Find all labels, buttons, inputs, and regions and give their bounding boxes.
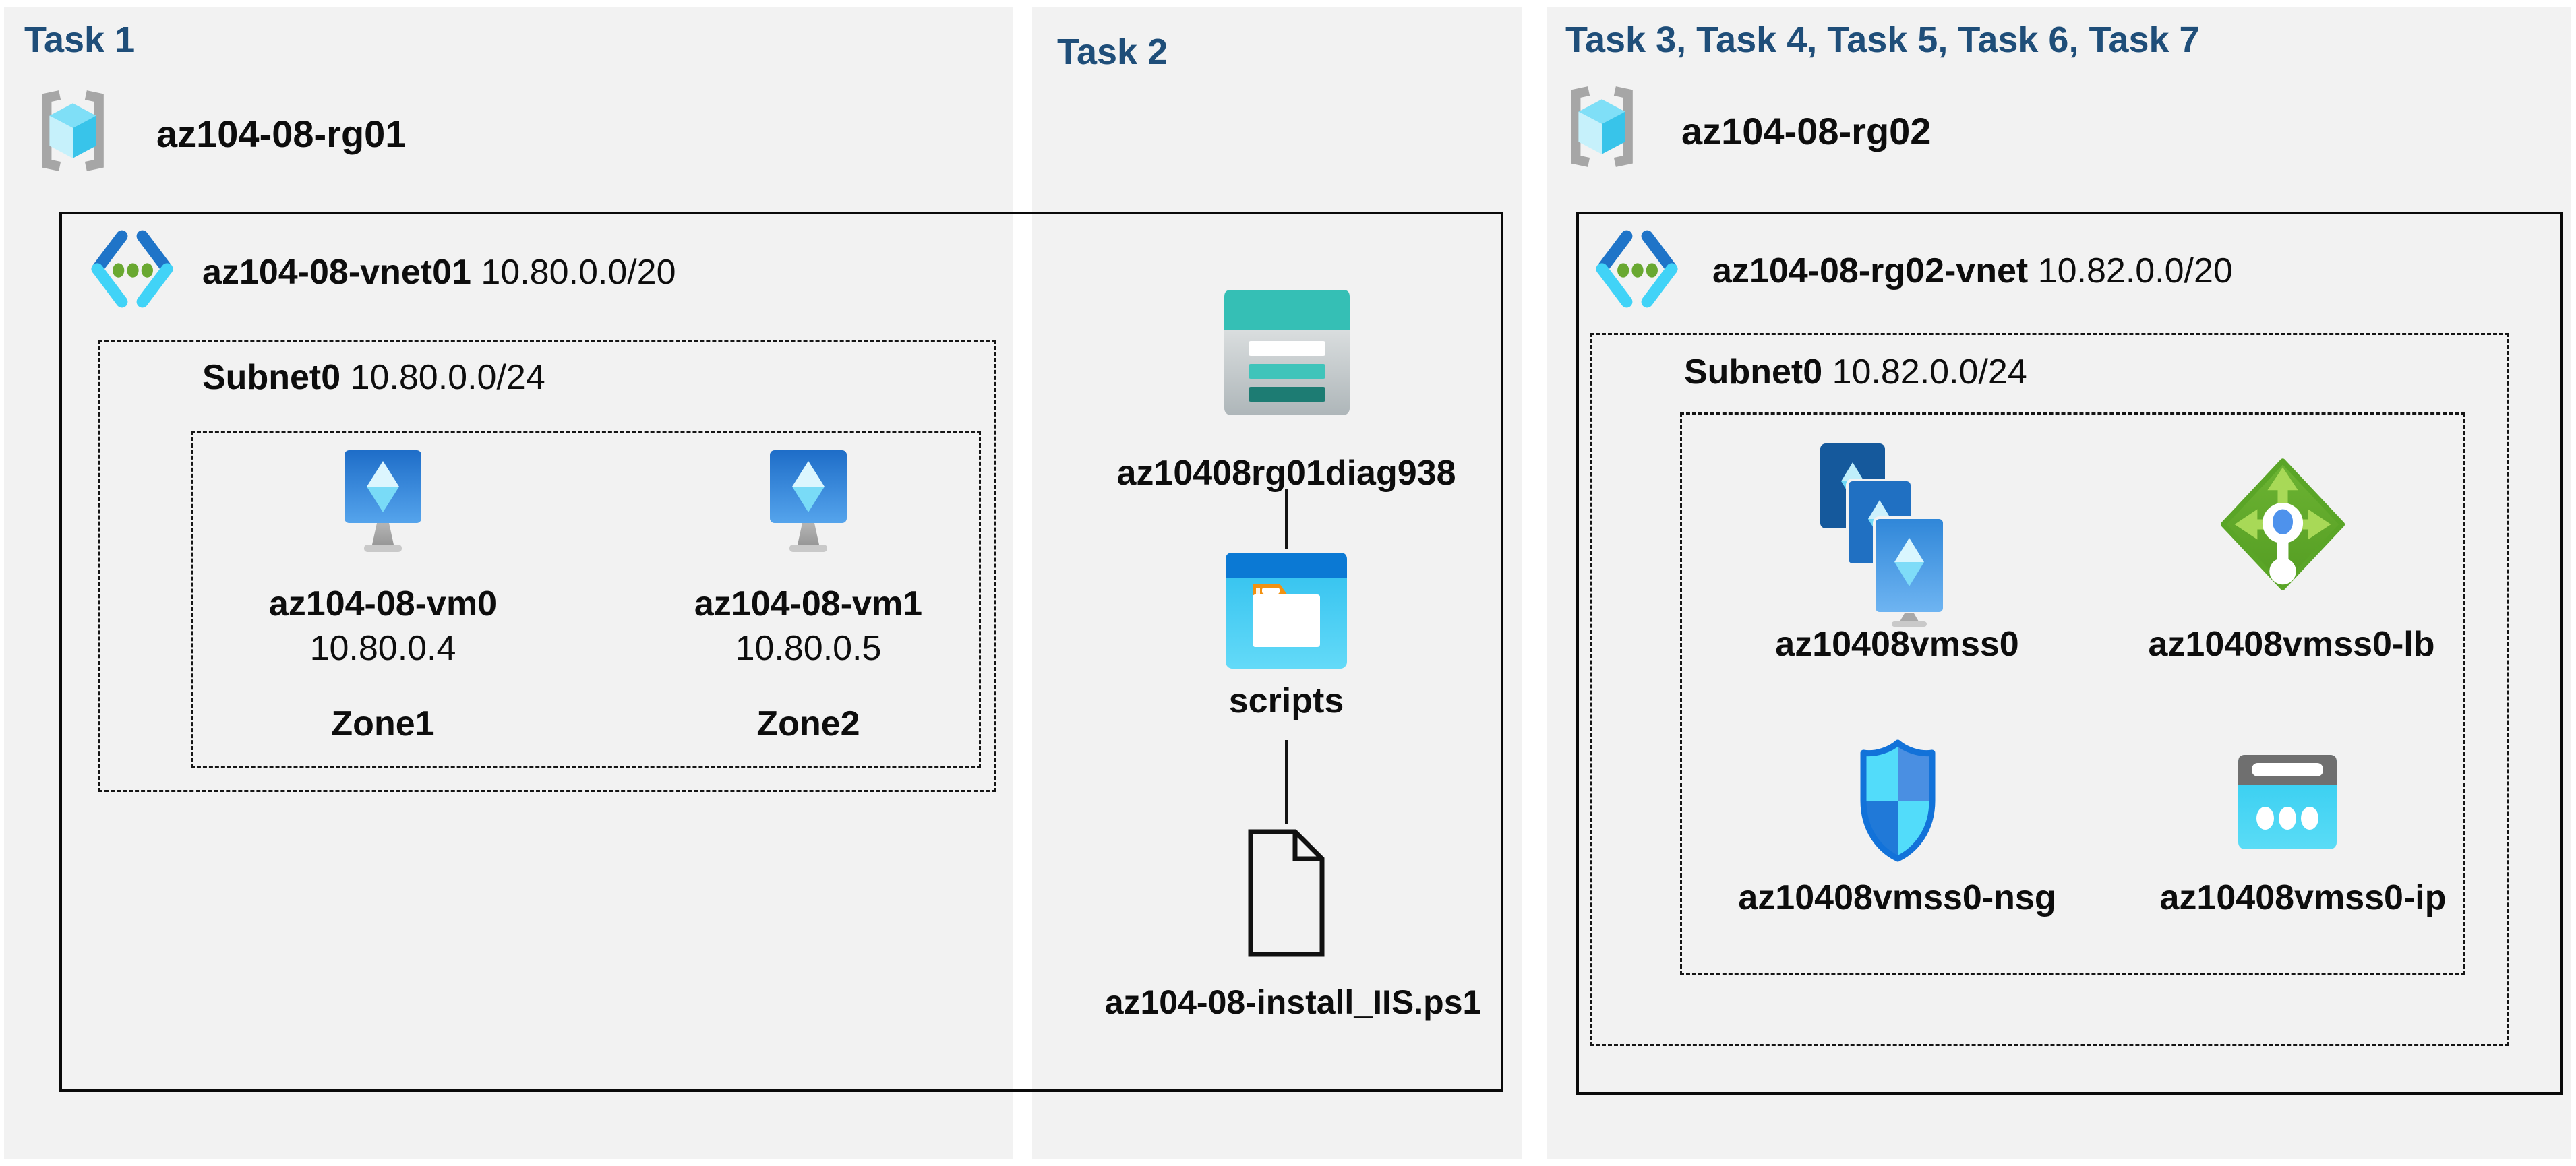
resource-group-name: az104-08-rg02 <box>1681 110 1931 152</box>
subnet-box <box>1590 333 2509 1046</box>
vnet-box <box>1576 212 2563 1095</box>
virtual-machine-icon <box>770 450 847 552</box>
subnet-cidr: 10.82.0.0/24 <box>1832 352 2027 392</box>
public-ip-icon <box>2238 755 2337 849</box>
task1-title: Task 1 <box>24 20 136 60</box>
connector-line <box>1285 489 1288 549</box>
vm-zone: Zone1 <box>331 704 435 743</box>
load-balancer-icon <box>2220 458 2345 590</box>
zone-box <box>191 431 981 768</box>
subnet-cidr: 10.80.0.0/24 <box>350 358 545 397</box>
subnet-name: Subnet0 <box>202 358 341 397</box>
vm-name: az104-08-vm1 <box>694 584 923 623</box>
vm-ip: 10.80.0.4 <box>309 629 456 668</box>
subnet-label: Subnet0 10.82.0.0/24 <box>1684 352 2027 392</box>
resource-group-name: az104-08-rg01 <box>156 113 407 155</box>
virtual-network-icon <box>91 230 173 308</box>
vnet-cidr: 10.80.0.0/20 <box>481 253 676 292</box>
nsg-name: az10408vmss0-nsg <box>1738 878 2056 917</box>
script-file-name: az104-08-install_IIS.ps1 <box>1104 983 1482 1021</box>
blob-container-icon <box>1226 553 1347 669</box>
resources-box <box>1680 412 2465 975</box>
storage-account-name: az10408rg01diag938 <box>1116 454 1456 493</box>
vnet-name: az104-08-vnet01 <box>202 253 471 292</box>
vmss-name: az10408vmss0 <box>1775 625 2019 664</box>
resource-group-icon <box>1571 86 1633 167</box>
vm-scale-set-icon <box>1820 443 1946 627</box>
vnet-label: az104-08-vnet01 10.80.0.0/20 <box>202 252 676 293</box>
task2-title: Task 2 <box>1057 32 1168 72</box>
vm-zone: Zone2 <box>756 704 860 743</box>
virtual-network-icon <box>1596 230 1678 308</box>
resource-group-icon <box>42 90 104 171</box>
vnet-cidr: 10.82.0.0/20 <box>2037 251 2233 290</box>
vm-ip: 10.80.0.5 <box>735 629 882 668</box>
connector-line <box>1285 740 1288 824</box>
load-balancer-name: az10408vmss0-lb <box>2148 625 2435 664</box>
subnet-name: Subnet0 <box>1684 352 1823 392</box>
vnet-box <box>59 212 1503 1092</box>
vm-name: az104-08-vm0 <box>268 584 498 623</box>
virtual-machine-icon <box>345 450 421 552</box>
subnet-box <box>98 340 996 792</box>
network-security-group-icon <box>1860 739 1936 862</box>
public-ip-name: az10408vmss0-ip <box>2159 878 2447 917</box>
vnet-name: az104-08-rg02-vnet <box>1712 251 2029 290</box>
subnet-label: Subnet0 10.80.0.0/24 <box>202 357 545 398</box>
task3-panel <box>1547 7 2571 1159</box>
task1-panel <box>4 7 1013 1159</box>
task3-title: Task 3, Task 4, Task 5, Task 6, Task 7 <box>1565 20 2200 60</box>
vnet-label: az104-08-rg02-vnet 10.82.0.0/20 <box>1712 251 2233 291</box>
storage-account-icon <box>1224 290 1350 415</box>
script-file-icon <box>1248 829 1325 957</box>
container-name: scripts <box>1228 681 1344 720</box>
